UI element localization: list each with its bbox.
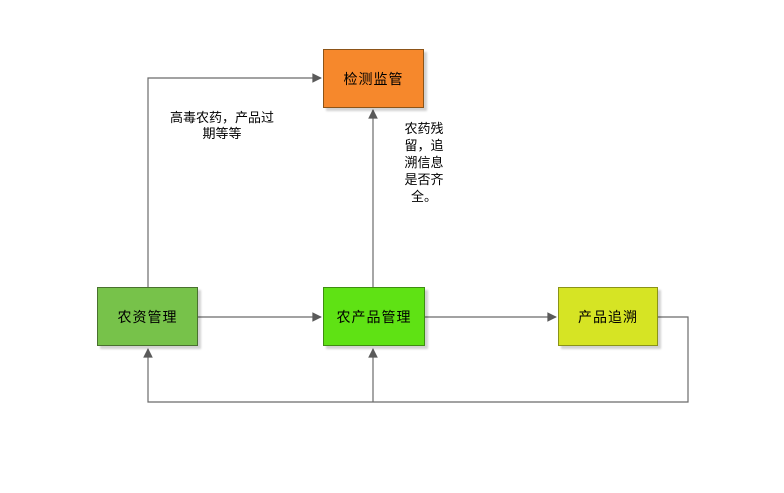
annotation-pesticide-expired: 高毒农药，产品过 期等等 [169,110,274,141]
node-label: 农资管理 [117,308,178,325]
annotation-residue-traceinfo: 农药残 留，追 溯信息 是否齐 全。 [404,121,444,204]
node-inspection-supervision: 检测监管 [323,49,424,108]
node-agri-product-mgmt: 农产品管理 [323,287,425,346]
node-product-traceability: 产品追溯 [558,287,658,346]
node-agri-material-mgmt: 农资管理 [97,287,198,346]
node-label: 农产品管理 [336,308,412,325]
connector-nongzi-to-jiance [147,73,322,287]
connector-chanpin-to-nongzi [143,316,689,403]
node-label: 产品追溯 [578,308,638,325]
node-label: 检测监管 [343,70,404,87]
